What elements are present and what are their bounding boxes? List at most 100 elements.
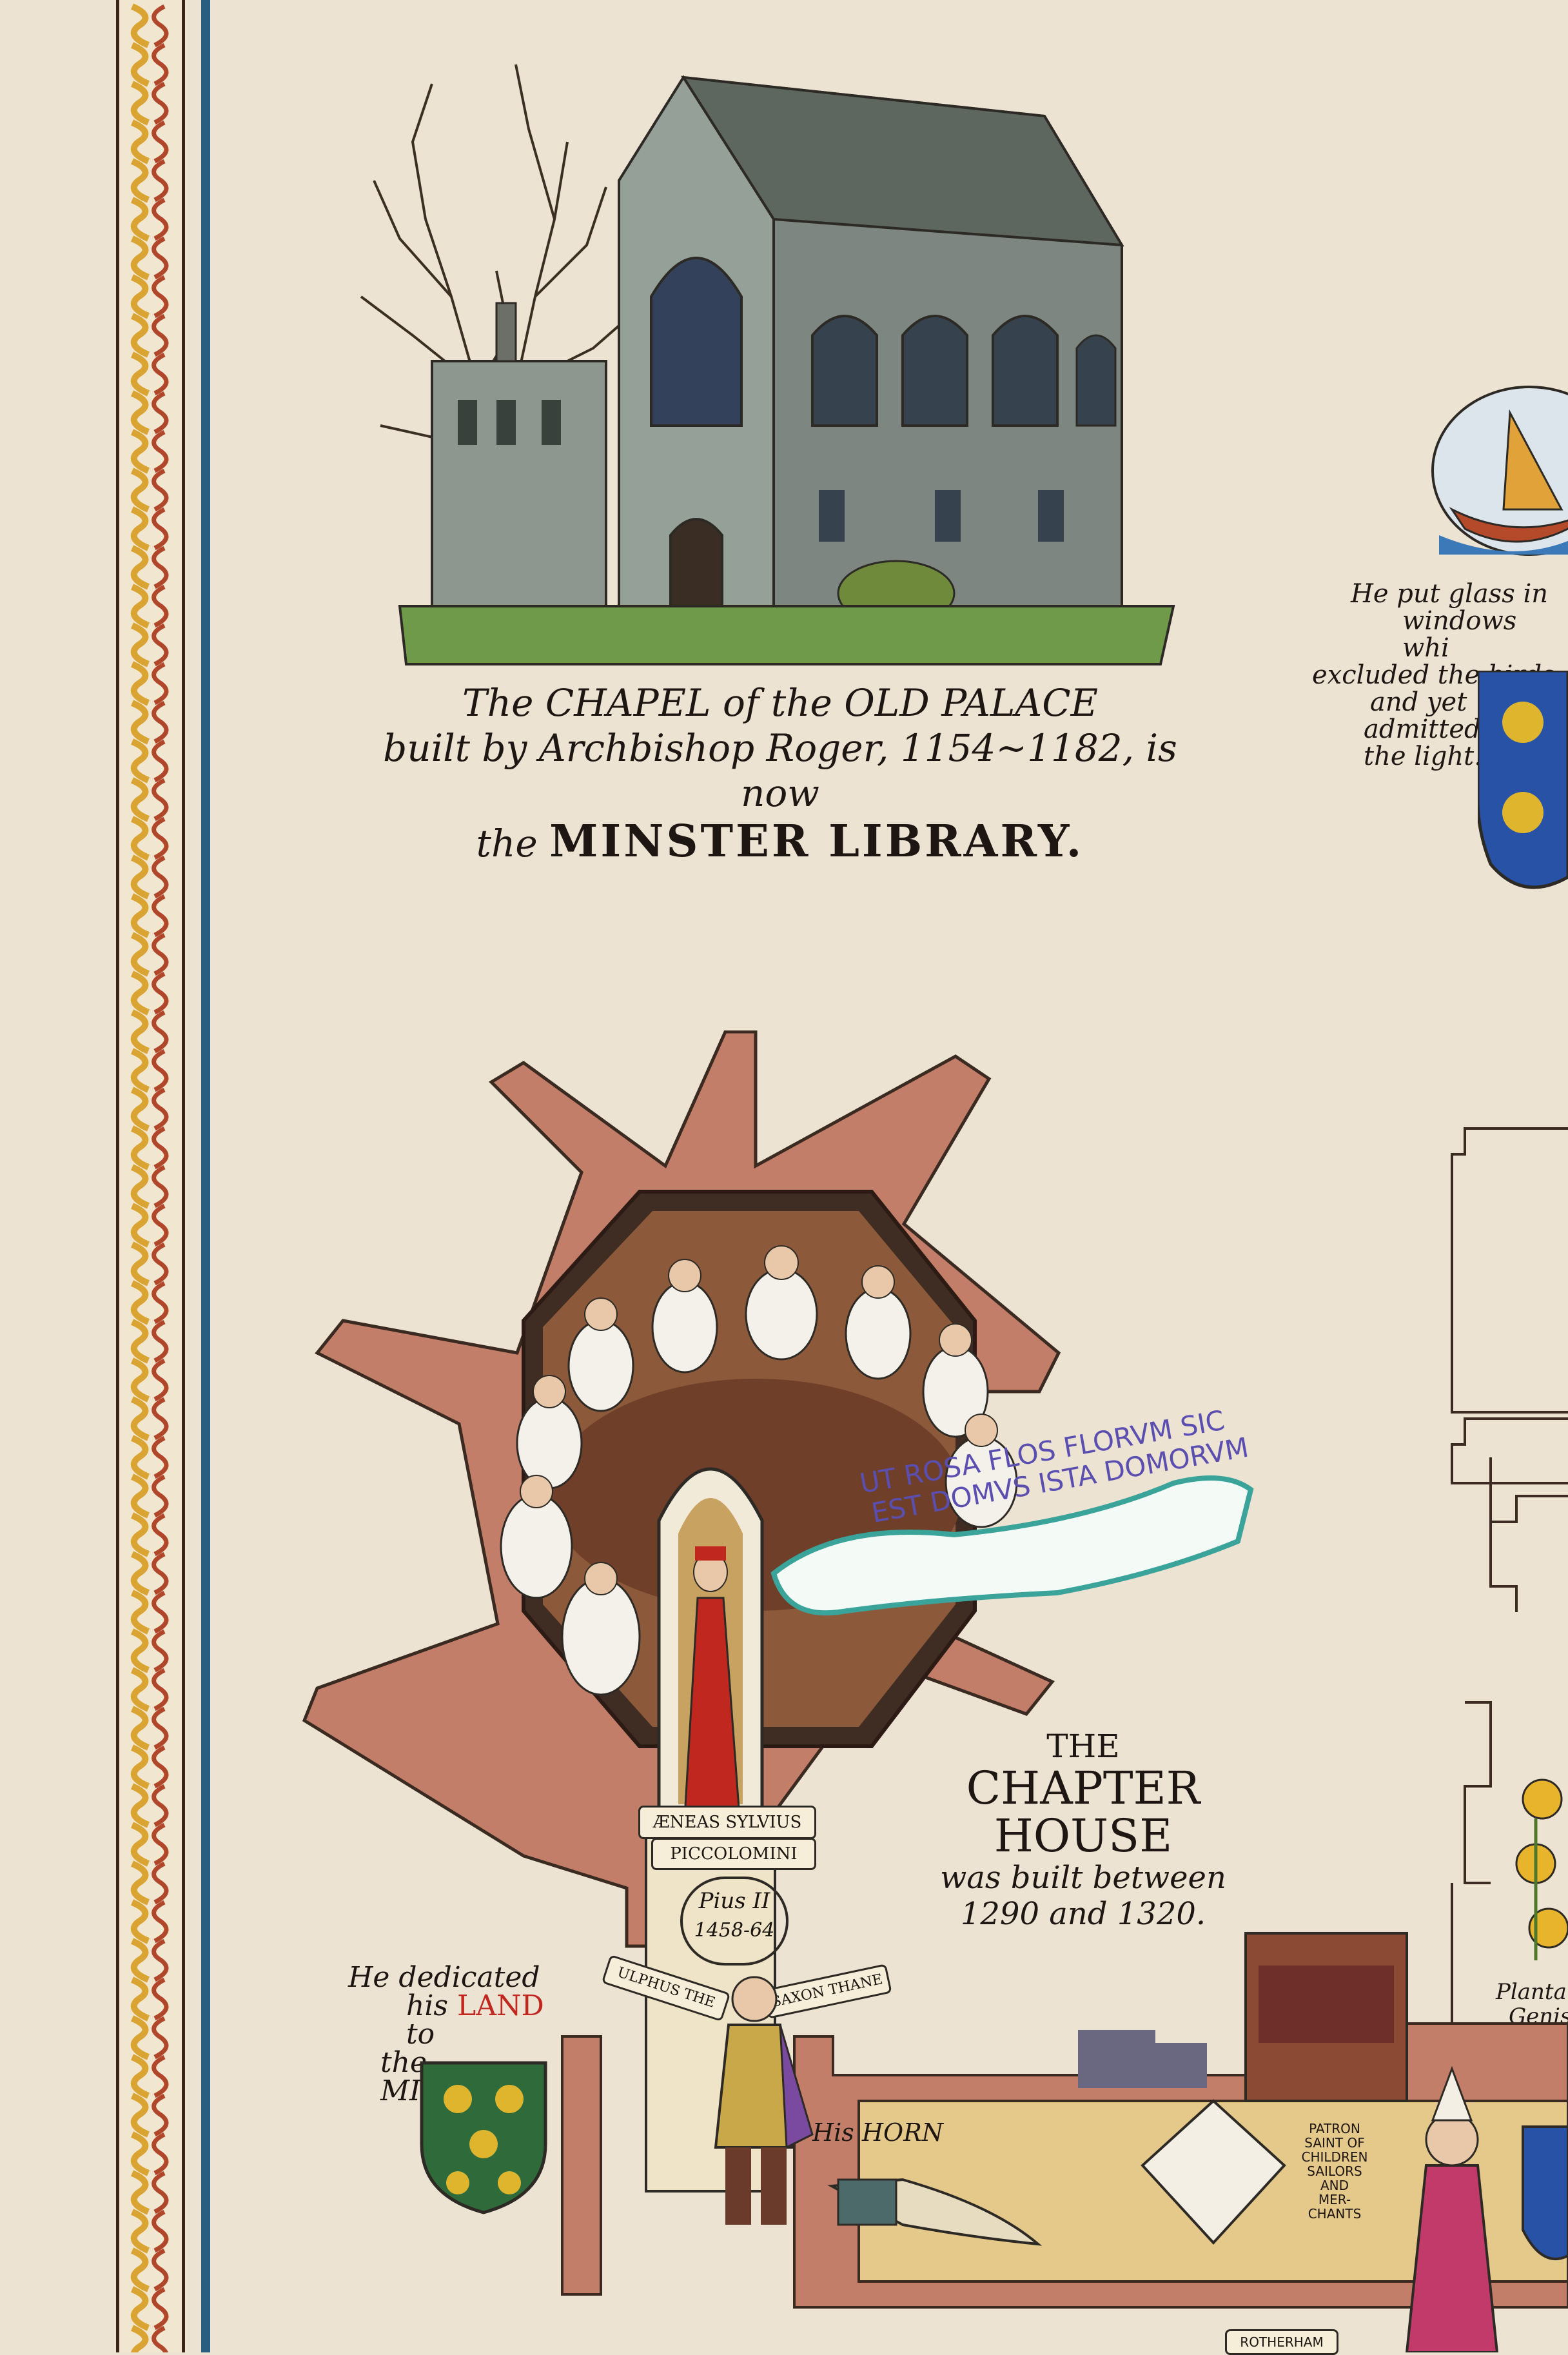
braid-segment	[152, 1126, 169, 1170]
chapel-illustration	[360, 64, 1175, 665]
glass-note-line4: and yet	[1370, 687, 1467, 717]
land-note-line2: his LAND to	[348, 1992, 580, 2049]
braid-segment	[152, 1513, 169, 1557]
braid-segment	[152, 1822, 169, 1866]
chapter-house-title: THE CHAPTER HOUSE was built between 1290…	[935, 1728, 1231, 1932]
braid-segment	[152, 429, 169, 473]
braid-segment	[130, 158, 150, 203]
braid-segment	[130, 1125, 150, 1170]
saint-line7: CHANTS	[1308, 2206, 1362, 2222]
braid-segment	[152, 1319, 169, 1363]
braid-segment	[152, 662, 169, 705]
braid-segment	[152, 2209, 169, 2253]
green-shield-icon	[420, 2061, 547, 2214]
ship-roundel	[1431, 386, 1568, 556]
braid-segment	[152, 816, 169, 860]
latin-banner	[770, 1475, 1254, 1616]
braid-segment	[152, 894, 169, 938]
chapter-house-house: HOUSE	[994, 1809, 1173, 1862]
braid-segment	[152, 1977, 169, 2021]
saint-line5: AND	[1320, 2178, 1349, 2193]
saint-note: PATRON SAINT OF CHILDREN SAILORS AND MER…	[1296, 2122, 1373, 2221]
land-note-land: LAND	[457, 1989, 544, 2022]
land-note-to: to	[406, 2018, 435, 2051]
braid-segment	[152, 778, 169, 822]
braid-segment	[152, 81, 169, 125]
glass-note-line2: windows whi	[1402, 606, 1517, 663]
braid-segment	[130, 1783, 150, 1828]
braid-segment	[152, 2054, 169, 2098]
braid-segment	[152, 391, 169, 435]
saint-line1: PATRON	[1309, 2121, 1360, 2136]
land-note-his: his	[406, 1989, 448, 2022]
braid-segment	[130, 81, 150, 126]
saint-line6: MER-	[1318, 2192, 1351, 2207]
braid-segment	[152, 546, 169, 589]
glass-note-line6: the light.	[1364, 742, 1482, 771]
braid-segment	[130, 2015, 150, 2060]
braid-segment	[130, 429, 150, 474]
saint-line3: CHILDREN	[1301, 2149, 1368, 2165]
braid-segment	[130, 1164, 150, 1209]
braid-segment	[130, 351, 150, 397]
aeneas-name: ÆNEAS SYLVIUS	[652, 1813, 802, 1832]
braid-segment	[152, 313, 169, 357]
piccolomini-scroll: PICCOLOMINI	[651, 1838, 816, 1870]
braid-segment	[130, 584, 150, 629]
braid-segment	[130, 1860, 150, 1906]
braid-segment	[130, 1203, 150, 1248]
braid-segment	[130, 2131, 150, 2176]
braid-segment	[130, 1473, 150, 1519]
braid-segment	[152, 2016, 169, 2060]
saint-line4: SAILORS	[1307, 2163, 1362, 2179]
chapel-caption-line1: The CHAPEL of the OLD PALACE	[462, 681, 1098, 725]
glass-note-line5: admitted	[1364, 714, 1481, 744]
braid-segment	[130, 313, 150, 358]
braid-segment	[130, 854, 150, 900]
pius-medallion: Pius II 1458-64	[680, 1877, 789, 1966]
braid-segment	[130, 893, 150, 938]
chapter-house-desc1: was built between	[940, 1860, 1226, 1896]
braid-segment	[152, 507, 169, 551]
braid-segment	[130, 2093, 150, 2138]
braid-segment	[152, 1281, 169, 1325]
braid-segment	[130, 2209, 150, 2254]
braid-segment	[130, 1319, 150, 1364]
braid-segment	[130, 2286, 150, 2331]
braid-segment	[130, 1667, 150, 1712]
land-note-line1: He dedicated	[348, 1961, 540, 1994]
chapel-caption-line2: built by Archbishop Roger, 1154~1182, is…	[383, 726, 1177, 815]
rotherham-label: ROTHERHAM	[1240, 2334, 1324, 2350]
braid-segment	[130, 1976, 150, 2022]
braid-segment	[130, 545, 150, 590]
braid-segment	[152, 1668, 169, 1711]
braid-segment	[130, 1280, 150, 1325]
braid-segment	[130, 42, 150, 87]
blue-shield-icon	[1478, 671, 1568, 889]
braid-ornament	[130, 3, 169, 2352]
aeneas-scroll: ÆNEAS SYLVIUS	[638, 1806, 816, 1839]
braid-segment	[152, 1474, 169, 1518]
braid-segment	[130, 1628, 150, 1673]
braid-segment	[152, 1435, 169, 1479]
braid-segment	[152, 236, 169, 280]
braid-segment	[130, 468, 150, 513]
braid-segment	[152, 2171, 169, 2214]
braid-segment	[130, 506, 150, 551]
piccolomini-name: PICCOLOMINI	[670, 1844, 798, 1864]
ulphus-figure	[714, 1976, 814, 2225]
braid-segment	[130, 274, 150, 319]
braid-segment	[130, 1396, 150, 1441]
braid-segment	[130, 1590, 150, 1635]
braid-segment	[130, 932, 150, 977]
braid-segment	[152, 1938, 169, 1982]
braid-segment	[130, 971, 150, 1016]
braid-segment	[152, 1629, 169, 1673]
braid-segment	[152, 2325, 168, 2352]
saint-line2: SAINT OF	[1304, 2135, 1365, 2151]
braid-segment	[152, 1087, 169, 1131]
braid-segment	[152, 1745, 169, 1789]
braid-segment	[130, 1357, 150, 1403]
braid-segment	[130, 1009, 150, 1054]
braid-segment	[152, 1784, 169, 1828]
